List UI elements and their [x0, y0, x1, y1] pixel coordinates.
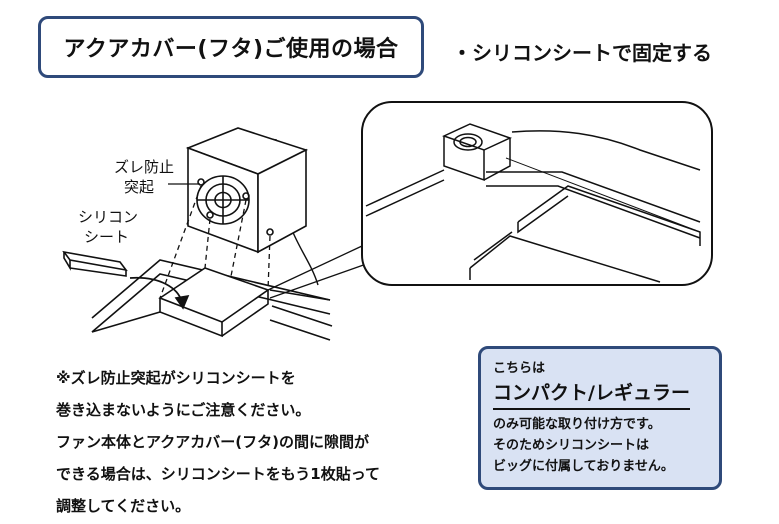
page-title: アクアカバー(フタ)ご使用の場合	[63, 37, 399, 62]
info-highlight: コンパクト/レギュラー	[493, 378, 690, 410]
info-line: ビッグに付属しておりません。	[493, 459, 674, 474]
protrusion-label-line2: 突起	[124, 178, 154, 196]
note-line: 巻き込まないようにご注意ください。	[56, 401, 311, 419]
protrusion-label-line1: ズレ防止	[114, 158, 174, 176]
fan-unit-drawing	[185, 127, 319, 286]
silicone-label-line1: シリコン	[78, 208, 138, 226]
note-line: ファン本体とアクアカバー(フタ)の間に隙間が	[56, 433, 369, 451]
title-box: アクアカバー(フタ)ご使用の場合	[38, 16, 424, 78]
zoom-callout-lines	[267, 245, 373, 299]
info-intro: こちらは	[493, 361, 546, 376]
note-line: 調整してください。	[56, 497, 191, 515]
caution-note: ※ズレ防止突起がシリコンシートを 巻き込まないようにご注意ください。 ファン本体…	[56, 362, 476, 522]
info-line: そのためシリコンシートは	[493, 438, 650, 453]
compatibility-info-box: こちらは コンパクト/レギュラー のみ可能な取り付け方です。 そのためシリコンシ…	[478, 346, 722, 490]
silicone-label-line2: シート	[84, 228, 129, 246]
note-line: できる場合は、シリコンシートをもう1枚貼って	[56, 465, 380, 483]
page-subtitle: ・シリコンシートで固定する	[452, 41, 712, 65]
zoom-detail-drawing	[361, 101, 713, 286]
note-line: ※ズレ防止突起がシリコンシートを	[56, 369, 296, 387]
info-line: のみ可能な取り付け方です。	[493, 417, 661, 432]
aquarium-rim-drawing	[91, 259, 333, 341]
silicone-sheet-drawing	[62, 250, 190, 310]
